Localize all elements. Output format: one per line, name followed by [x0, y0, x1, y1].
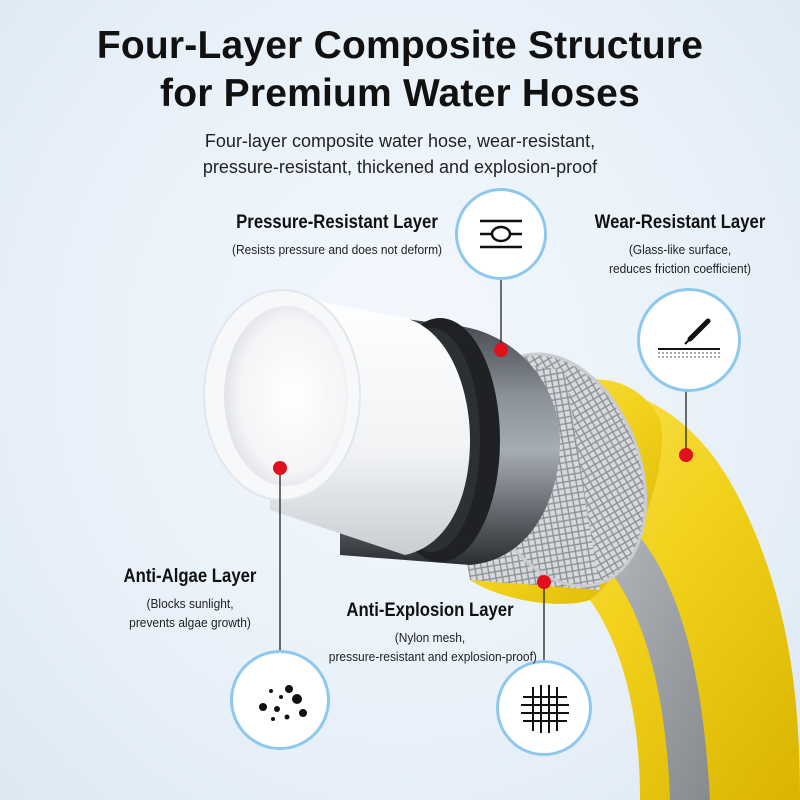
scratch-icon — [658, 318, 720, 358]
wear-layer-desc: (Glass-like surface, reduces friction co… — [588, 240, 772, 278]
dots-icon — [259, 685, 307, 721]
subtitle: Four-layer composite water hose, wear-re… — [40, 128, 760, 180]
pressure-icon-circle — [455, 188, 547, 280]
algae-marker — [273, 461, 287, 475]
pressure-marker — [494, 343, 508, 357]
mesh-icon-circle — [496, 660, 592, 756]
subtitle-line-2: pressure-resistant, thickened and explos… — [202, 157, 598, 177]
explosion-layer-name: Anti-Explosion Layer — [346, 600, 514, 621]
wear-desc-line-2: reduces friction coefficient) — [608, 261, 752, 276]
pressure-label: Pressure-Resistant Layer (Resists pressu… — [212, 212, 462, 259]
pressure-layer-name: Pressure-Resistant Layer — [236, 212, 438, 233]
algae-label: Anti-Algae Layer (Blocks sunlight, preve… — [100, 566, 280, 632]
title-line-1: Four-Layer Composite Structure — [96, 24, 704, 67]
subtitle-line-1: Four-layer composite water hose, wear-re… — [204, 131, 596, 151]
explosion-marker — [537, 575, 551, 589]
pressure-icon — [480, 219, 522, 249]
algae-desc-line-2: prevents algae growth) — [129, 615, 251, 630]
mesh-icon — [521, 685, 569, 733]
wear-label: Wear-Resistant Layer (Glass-like surface… — [580, 212, 780, 278]
scratch-icon-circle — [637, 288, 741, 392]
explosion-desc-line-1: (Nylon mesh, — [394, 630, 466, 645]
wear-desc-line-1: (Glass-like surface, — [628, 242, 732, 257]
anti-algae-layer — [203, 289, 470, 555]
wear-layer-name: Wear-Resistant Layer — [594, 212, 766, 233]
page-title: Four-Layer Composite Structure for Premi… — [0, 22, 800, 118]
callout-lines — [279, 280, 687, 662]
pressure-layer-desc: (Resists pressure and does not deform) — [231, 242, 443, 257]
algae-layer-name: Anti-Algae Layer — [123, 566, 257, 587]
dots-icon-circle — [230, 650, 330, 750]
title-line-2: for Premium Water Hoses — [160, 72, 640, 115]
explosion-desc-line-2: pressure-resistant and explosion-proof) — [328, 649, 537, 664]
algae-desc-line-1: (Blocks sunlight, — [146, 596, 234, 611]
algae-layer-desc: (Blocks sunlight, prevents algae growth) — [107, 594, 273, 632]
explosion-layer-desc: (Nylon mesh, pressure-resistant and expl… — [328, 628, 537, 666]
explosion-label: Anti-Explosion Layer (Nylon mesh, pressu… — [320, 600, 540, 666]
wear-marker — [679, 448, 693, 462]
